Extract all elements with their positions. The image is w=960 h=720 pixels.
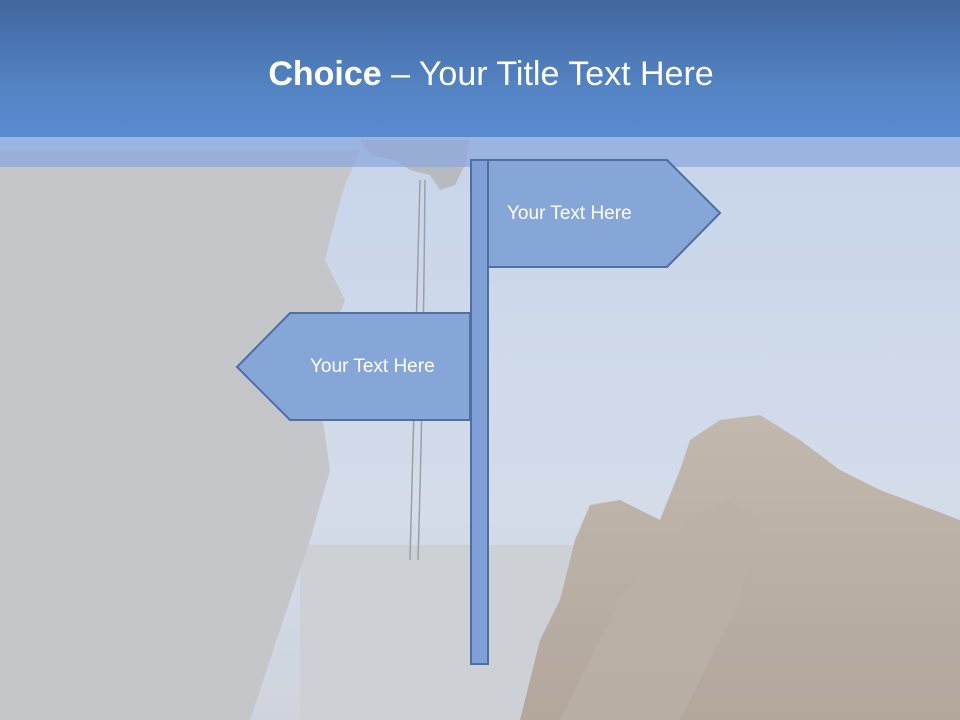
sign-right-label[interactable]: Your Text Here: [507, 203, 632, 224]
title-text: Your Title Text Here: [418, 55, 714, 93]
sign-right-arrow[interactable]: [487, 159, 722, 268]
slide-title[interactable]: Choice – Your Title Text Here: [0, 52, 960, 96]
title-band: [0, 0, 960, 137]
sign-left-label[interactable]: Your Text Here: [310, 356, 435, 377]
title-emphasis: Choice: [268, 55, 382, 93]
sign-pole: [470, 159, 489, 665]
title-separator: –: [381, 55, 419, 93]
